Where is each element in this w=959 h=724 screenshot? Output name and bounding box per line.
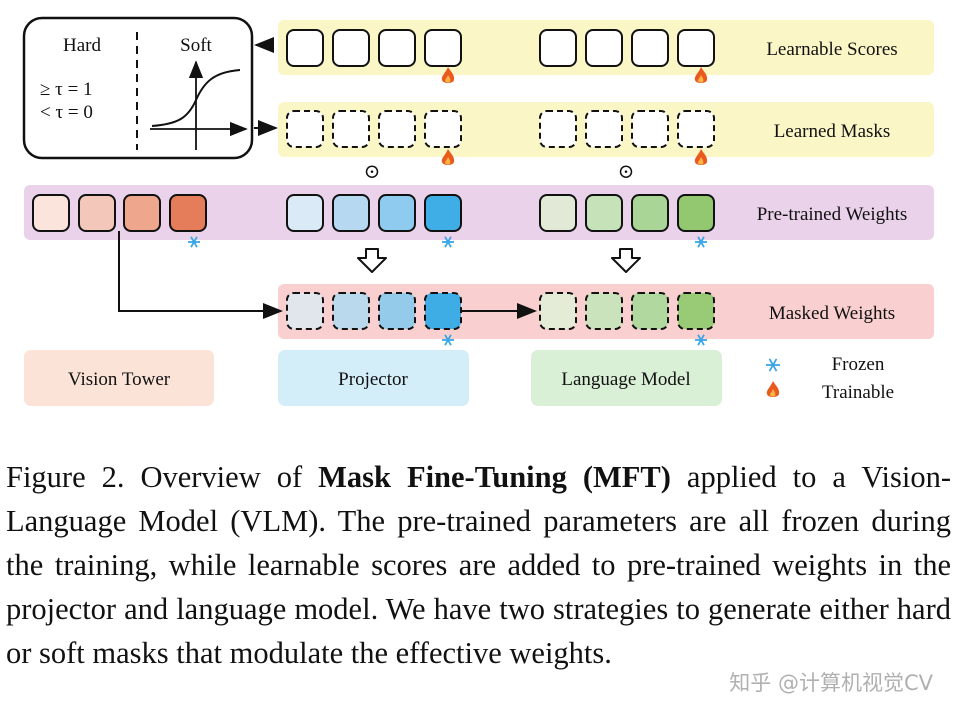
- watermark: 知乎 @计算机视觉CV: [729, 671, 933, 695]
- vision-to-masked-arrow: [118, 231, 283, 319]
- learnable-scores-label: Learnable Scores: [766, 39, 897, 60]
- vision-tower-label: Vision Tower: [68, 369, 171, 390]
- mask-cell-lm: [631, 110, 669, 148]
- masked-lm-frozen-icon: [695, 334, 707, 346]
- masked-cell-projector: [424, 292, 462, 330]
- weight-cell-vision: [169, 194, 207, 232]
- masked-cell-projector: [332, 292, 370, 330]
- mask-cell-lm: [539, 110, 577, 148]
- score-cell-projector: [424, 29, 462, 67]
- legend-trainable-icon: [766, 381, 780, 397]
- mft-diagram: Learnable Scores Learned Masks Pre-train…: [22, 16, 934, 406]
- masked-cell-projector: [378, 292, 416, 330]
- legend-trainable-label: Trainable: [822, 382, 894, 403]
- soft-label: Soft: [180, 35, 212, 56]
- legend-frozen-icon: [766, 358, 780, 372]
- projector-box: [278, 350, 469, 406]
- score-cell-lm: [539, 29, 577, 67]
- masked-cell-lm: [631, 292, 669, 330]
- scores-lm-flame-icon: [694, 67, 708, 83]
- lm-down-arrow: [611, 248, 641, 273]
- vision-frozen-icon: [188, 236, 200, 248]
- weight-cell-projector: [332, 194, 370, 232]
- mask-cell-projector: [332, 110, 370, 148]
- hadamard-operator-lm: ⊙: [618, 161, 635, 183]
- mask-cell-lm: [585, 110, 623, 148]
- hard-rule-ge: ≥ τ = 1: [40, 79, 93, 100]
- weight-cell-projector: [286, 194, 324, 232]
- score-cell-lm: [631, 29, 669, 67]
- caption-body: applied to a Vision-Language Model (VLM)…: [6, 460, 951, 670]
- weight-cell-lm: [677, 194, 715, 232]
- mask-cell-projector: [378, 110, 416, 148]
- legend-snowflake-icon: [766, 358, 780, 372]
- masks-projector-flame-icon: [441, 149, 455, 165]
- weight-cell-lm: [631, 194, 669, 232]
- hadamard-operator-projector: ⊙: [364, 161, 381, 183]
- score-cell-projector: [378, 29, 416, 67]
- pretrained-weights-label: Pre-trained Weights: [757, 204, 908, 225]
- projector-down-arrow: [357, 248, 387, 273]
- learned-masks-label: Learned Masks: [774, 121, 891, 142]
- legend-frozen-label: Frozen: [832, 354, 885, 375]
- scores-projector-flame-icon: [441, 67, 455, 83]
- language-model-label: Language Model: [561, 369, 690, 390]
- weight-cell-vision: [78, 194, 116, 232]
- legend-flame-icon: [766, 381, 780, 397]
- sigmoid-curve: [151, 69, 241, 127]
- language-model-box: [531, 350, 722, 406]
- weight-cell-vision: [32, 194, 70, 232]
- weight-cell-projector: [424, 194, 462, 232]
- masked-projector-frozen-icon: [442, 334, 454, 346]
- score-cell-lm: [677, 29, 715, 67]
- weight-cell-projector: [378, 194, 416, 232]
- weight-cell-lm: [539, 194, 577, 232]
- masked-cell-projector: [286, 292, 324, 330]
- projector-frozen-icon: [442, 236, 454, 248]
- hard-label: Hard: [63, 35, 101, 56]
- masked-cell-lm: [677, 292, 715, 330]
- hard-rule-lt: < τ = 0: [40, 102, 93, 123]
- weight-cell-lm: [585, 194, 623, 232]
- mask-cell-projector: [424, 110, 462, 148]
- masked-weights-label: Masked Weights: [769, 303, 895, 324]
- masked-cell-lm: [585, 292, 623, 330]
- weight-cell-vision: [123, 194, 161, 232]
- score-cell-projector: [286, 29, 324, 67]
- caption-method-name: Mask Fine-Tuning (MFT): [318, 460, 671, 494]
- lm-frozen-icon: [695, 236, 707, 248]
- caption-prefix: Figure 2. Overview of: [6, 460, 319, 494]
- masks-lm-flame-icon: [694, 149, 708, 165]
- masked-cell-lm: [539, 292, 577, 330]
- figure-caption: Figure 2. Overview of Mask Fine-Tuning (…: [6, 455, 951, 675]
- vision-tower-box: [24, 350, 214, 406]
- mask-cell-projector: [286, 110, 324, 148]
- score-cell-projector: [332, 29, 370, 67]
- mask-cell-lm: [677, 110, 715, 148]
- projector-label: Projector: [338, 369, 408, 390]
- score-cell-lm: [585, 29, 623, 67]
